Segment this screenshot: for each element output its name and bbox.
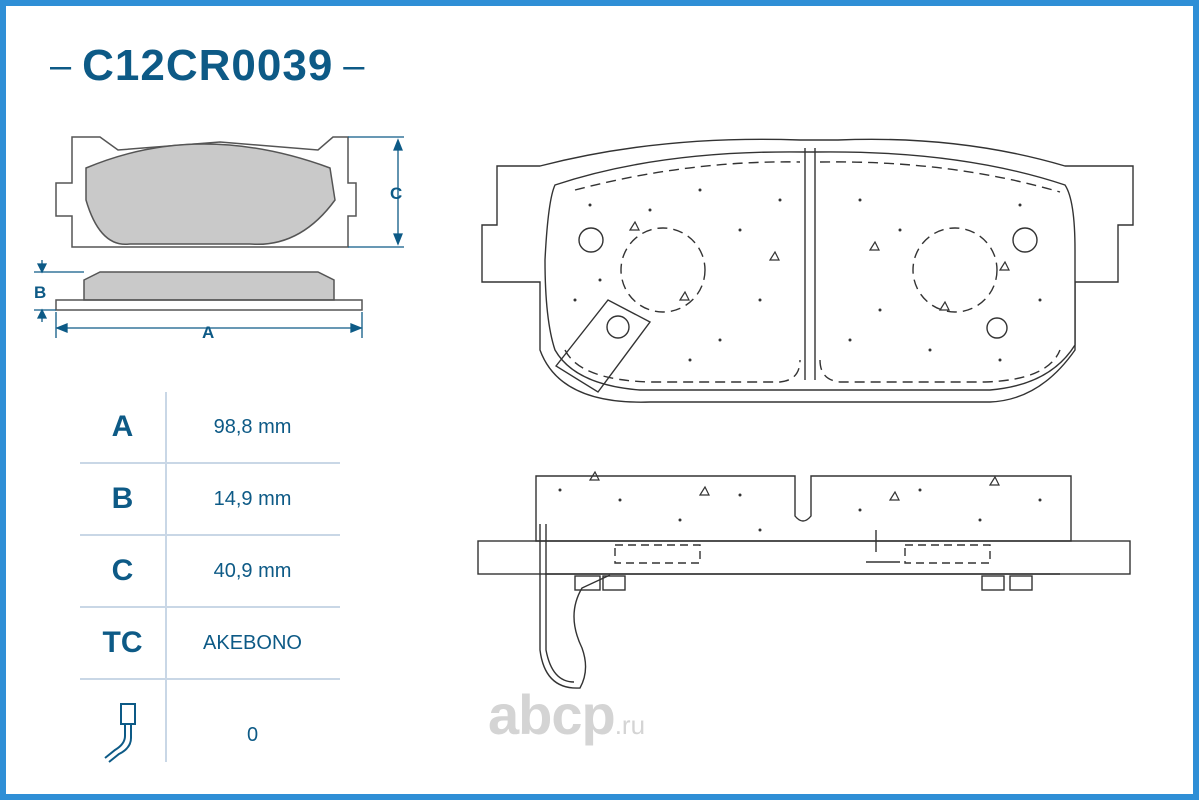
spec-value: 0: [246, 723, 259, 746]
spec-key: A: [111, 410, 134, 443]
spec-value: AKEBONO: [203, 631, 302, 654]
dim-label-a: A: [202, 323, 214, 342]
watermark-main: abcp: [488, 683, 616, 746]
spec-row-b: B 14,9 mm: [80, 464, 340, 536]
title-dash-left: –: [50, 44, 73, 87]
spec-row-tc: TC AKEBONO: [80, 608, 340, 680]
spec-row-c: C 40,9 mm: [80, 536, 340, 608]
wear-sensor-icon: [80, 696, 165, 774]
part-number-title: – C12CR0039 –: [40, 36, 375, 96]
spec-value: 14,9 mm: [213, 487, 292, 510]
spec-table: A 98,8 mm B 14,9 mm C 40,9 mm TC AKEBONO…: [80, 392, 340, 790]
spec-row-a: A 98,8 mm: [80, 392, 340, 464]
pad-friction-area: [544, 151, 1076, 391]
title-dash-right: –: [343, 44, 366, 87]
watermark-suffix: .ru: [614, 710, 646, 740]
spec-value: 98,8 mm: [213, 415, 292, 438]
part-number: C12CR0039: [82, 41, 334, 90]
pad-top-view: [85, 143, 336, 246]
dim-label-b: B: [34, 283, 46, 302]
spec-key: C: [111, 554, 134, 587]
watermark-logo: abcp.ru: [488, 682, 645, 747]
dim-label-c: C: [390, 184, 402, 203]
spec-key: TC: [102, 626, 143, 659]
spec-row-wear-sensor: 0: [80, 680, 340, 790]
spec-key: B: [111, 482, 134, 515]
spec-value: 40,9 mm: [213, 559, 292, 582]
table-divider: [165, 392, 167, 762]
